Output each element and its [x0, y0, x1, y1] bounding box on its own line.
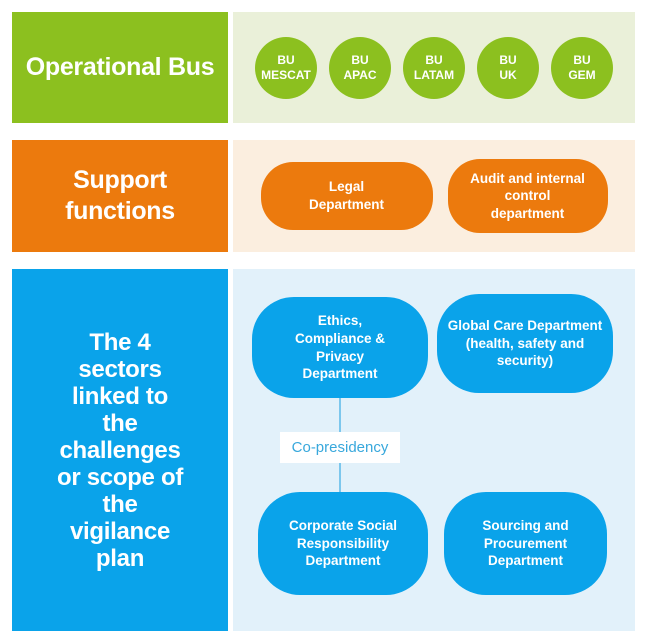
support-functions-panel: Legal Department Audit and internal cont…: [233, 140, 635, 252]
operational-bus-panel: BU MESCAT BU APAC BU LATAM BU UK BU GEM: [233, 12, 635, 123]
corporate-social-responsibility-department-node: Corporate Social Responsibility Departme…: [258, 492, 428, 595]
global-care-department-node: Global Care Department (health, safety a…: [437, 294, 613, 393]
audit-internal-control-department-node: Audit and internal control department: [447, 159, 608, 233]
legal-department-node: Legal Department: [260, 162, 433, 230]
sourcing-procurement-department-node: Sourcing and Procurement Department: [444, 492, 607, 595]
bu-apac-node: BU APAC: [329, 36, 391, 99]
bu-gem-node: BU GEM: [551, 36, 613, 99]
vigilance-sectors-panel: Ethics, Compliance & Privacy Department …: [233, 269, 635, 631]
ethics-compliance-privacy-department-node: Ethics, Compliance & Privacy Department: [252, 297, 428, 398]
copresidency-label: Co-presidency: [280, 432, 400, 463]
operational-bus-section-label: Operational Bus: [12, 12, 228, 123]
bu-uk-node: BU UK: [477, 36, 539, 99]
vigilance-sectors-section-label: The 4 sectors linked to the challenges o…: [12, 269, 228, 631]
bu-latam-node: BU LATAM: [403, 36, 465, 99]
support-functions-section-label: Support functions: [12, 140, 228, 252]
bu-mescat-node: BU MESCAT: [255, 36, 317, 99]
